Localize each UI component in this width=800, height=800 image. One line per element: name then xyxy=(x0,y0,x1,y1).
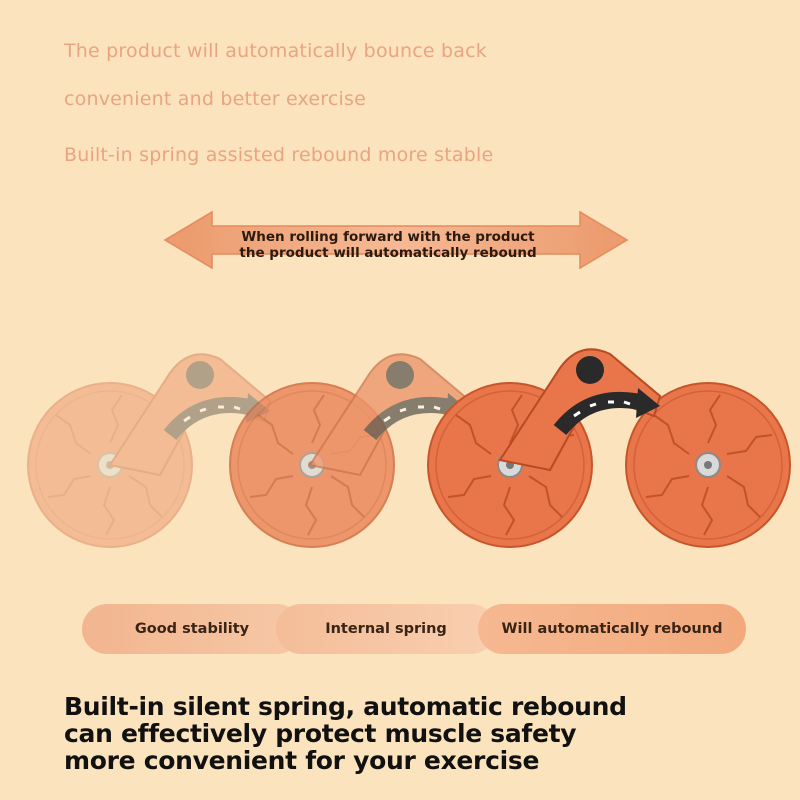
arrow-caption-line1: When rolling forward with the product xyxy=(241,229,535,245)
feature-auto-rebound: Will automatically rebound xyxy=(478,604,746,654)
bottom-text-line1: Built-in silent spring, automatic reboun… xyxy=(64,692,627,721)
ab-roller-illustration xyxy=(27,330,791,548)
feature-internal-spring: Internal spring xyxy=(276,604,496,654)
headline-spring: Built-in spring assisted rebound more st… xyxy=(64,144,494,166)
bottom-text-line3: more convenient for your exercise xyxy=(64,746,540,775)
arrow-caption-line2: the product will automatically rebound xyxy=(239,245,537,261)
double-arrow-icon xyxy=(163,210,629,270)
headline-convenient: convenient and better exercise xyxy=(64,88,366,110)
headline-bounce-back: The product will automatically bounce ba… xyxy=(64,40,487,62)
bottom-text-line2: can effectively protect muscle safety xyxy=(64,719,577,748)
feature-good-stability: Good stability xyxy=(82,604,302,654)
